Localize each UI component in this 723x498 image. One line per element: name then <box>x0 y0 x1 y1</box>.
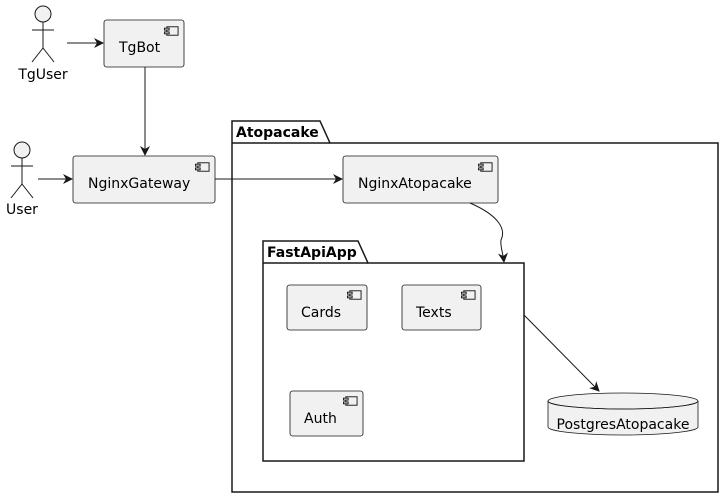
database-postgresatopacake: PostgresAtopacake <box>547 392 699 436</box>
package-atopacake-label: Atopacake <box>236 125 319 141</box>
component-icon <box>461 290 476 300</box>
package-fastapiapp-label: FastApiApp <box>267 245 357 261</box>
component-nginxatopacake: NginxAtopacake <box>342 155 499 204</box>
actor-tguser-label: TgUser <box>17 67 68 83</box>
component-tgbot-label: TgBot <box>118 40 161 56</box>
component-icon <box>164 26 179 36</box>
component-nginxatopacake-label: NginxAtopacake <box>358 176 472 192</box>
component-texts-label: Texts <box>415 305 452 321</box>
actor-tguser: TgUser <box>17 5 68 83</box>
component-tgbot: TgBot <box>103 19 185 68</box>
database-postgresatopacake-label: PostgresAtopacake <box>557 417 690 433</box>
component-icon <box>478 162 493 172</box>
component-icon <box>347 290 362 300</box>
component-icon <box>195 162 210 172</box>
component-cards: Cards <box>286 284 368 331</box>
actor-user: User <box>6 141 38 218</box>
component-nginxgateway-label: NginxGateway <box>88 176 190 192</box>
component-texts: Texts <box>401 284 482 331</box>
component-icon <box>343 396 358 406</box>
package-atopacake: Atopacake <box>231 120 719 493</box>
component-auth-label: Auth <box>304 411 337 427</box>
component-cards-label: Cards <box>301 305 341 321</box>
component-auth: Auth <box>289 390 364 437</box>
edge-nginxatopacake-fastapiapp <box>469 202 508 263</box>
actor-user-label: User <box>6 202 38 218</box>
edge-fastapiapp-postgres <box>523 314 600 392</box>
component-nginxgateway: NginxGateway <box>72 155 216 204</box>
edges <box>38 38 600 392</box>
package-fastapiapp: FastApiApp <box>262 240 525 462</box>
